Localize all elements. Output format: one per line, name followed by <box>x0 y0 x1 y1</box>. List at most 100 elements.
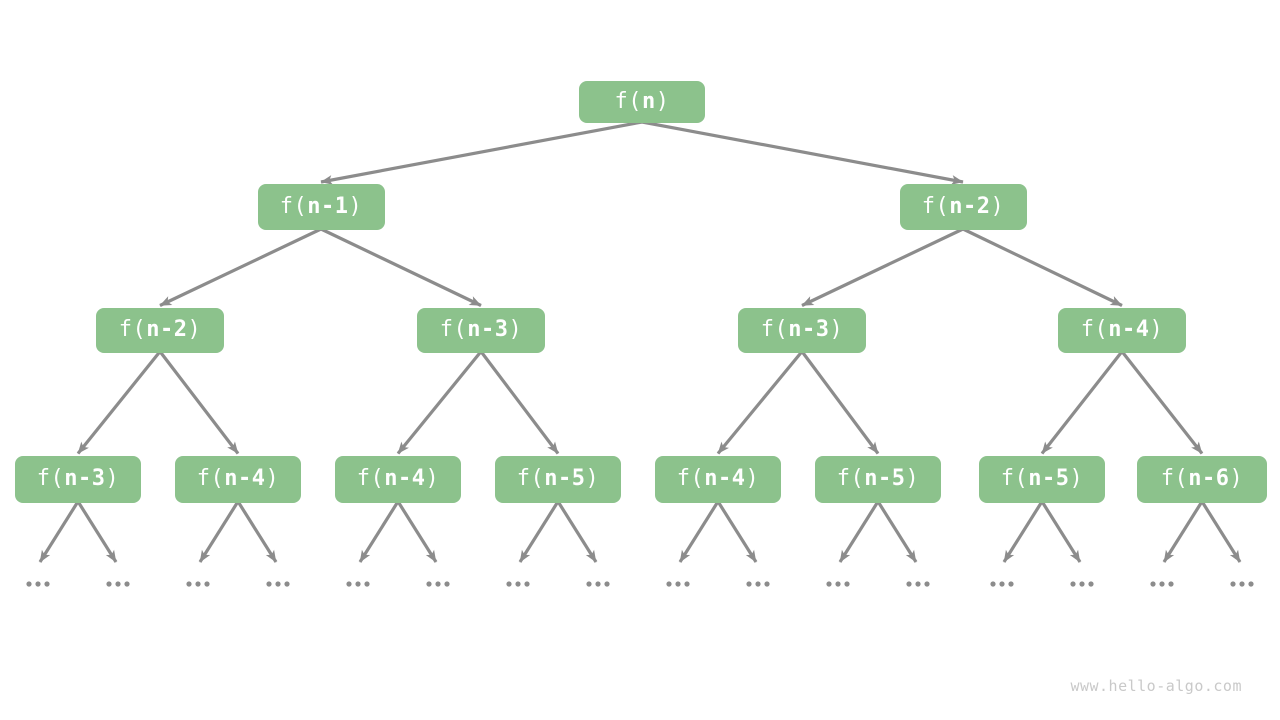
ellipsis-dot <box>435 581 441 587</box>
node-label-arg: n-3 <box>788 317 830 342</box>
tree-node-f(n-4): f(n-4) <box>335 455 461 503</box>
edge-arrow <box>236 500 278 563</box>
ellipsis-dot <box>924 581 930 587</box>
edge-arrow <box>876 500 918 563</box>
ellipsis <box>826 581 850 587</box>
ellipsis-dot <box>186 581 192 587</box>
ellipsis-dot <box>364 581 370 587</box>
ellipsis-dot <box>106 581 112 587</box>
ellipsis <box>186 581 210 587</box>
edge-arrow <box>641 120 964 185</box>
ellipsis <box>106 581 130 587</box>
node-label-prefix: f( <box>439 317 468 342</box>
node-label-prefix: f( <box>516 466 545 491</box>
edge-arrow <box>396 500 438 563</box>
ellipsis-dot <box>906 581 912 587</box>
tree-node-f(n-3): f(n-3) <box>738 307 866 353</box>
ellipsis <box>1070 581 1094 587</box>
ellipsis-dot <box>204 581 210 587</box>
node-label-suffix: ) <box>265 466 280 491</box>
edge-arrow <box>320 227 482 307</box>
ellipsis-dot <box>355 581 361 587</box>
ellipsis <box>1150 581 1174 587</box>
tree-node-f(n-1): f(n-1) <box>257 184 385 230</box>
node-label-arg: n-2 <box>949 194 991 219</box>
node-label-suffix: ) <box>990 194 1005 219</box>
tree-node-f(n-5): f(n-5) <box>979 455 1105 503</box>
node-label-arg: n-5 <box>1028 466 1070 491</box>
edge-arrow <box>396 350 483 455</box>
ellipsis-dot <box>1079 581 1085 587</box>
edge-arrow <box>556 500 598 563</box>
node-label-arg: n-4 <box>224 466 266 491</box>
node-label-prefix: f( <box>356 466 385 491</box>
edge-arrow <box>1162 500 1204 563</box>
ellipsis <box>990 581 1014 587</box>
node-label-arg: n-1 <box>307 194 349 219</box>
node-label-suffix: ) <box>829 317 844 342</box>
ellipsis <box>26 581 50 587</box>
ellipsis <box>266 581 290 587</box>
node-label-suffix: ) <box>905 466 920 491</box>
ellipsis-dot <box>1230 581 1236 587</box>
ellipsis-dot <box>26 581 32 587</box>
node-label-prefix: f( <box>1000 466 1029 491</box>
ellipsis-dot <box>524 581 530 587</box>
edge-group <box>38 120 1242 563</box>
edge-arrow <box>159 227 322 307</box>
ellipsis-dot <box>604 581 610 587</box>
node-label-suffix: ) <box>1229 466 1244 491</box>
ellipsis-dot <box>444 581 450 587</box>
ellipsis <box>746 581 770 587</box>
node-label-suffix: ) <box>1069 466 1084 491</box>
node-label-suffix: ) <box>425 466 440 491</box>
node-label-prefix: f( <box>118 317 147 342</box>
tree-node-f(n-6): f(n-6) <box>1137 455 1267 503</box>
ellipsis <box>346 581 370 587</box>
edge-arrow <box>678 500 720 563</box>
node-label-prefix: f( <box>279 194 308 219</box>
ellipsis-dot <box>284 581 290 587</box>
edge-arrow <box>1040 350 1124 455</box>
node-label-prefix: f( <box>614 89 642 114</box>
tree-node-f(n-3): f(n-3) <box>15 455 141 503</box>
node-label-arg: n-4 <box>704 466 746 491</box>
ellipsis-dot <box>515 581 521 587</box>
edge-arrow <box>716 350 804 455</box>
edge-arrow <box>1200 500 1242 563</box>
tree-node-f(n-2): f(n-2) <box>899 184 1027 230</box>
ellipsis-dot <box>1088 581 1094 587</box>
edge-arrow <box>962 227 1123 307</box>
edge-arrow <box>1040 500 1082 563</box>
ellipsis-dot <box>915 581 921 587</box>
ellipsis-dot <box>44 581 50 587</box>
ellipsis-dot <box>1008 581 1014 587</box>
edge-arrow <box>198 500 240 563</box>
ellipsis <box>1230 581 1254 587</box>
node-label-arg: n <box>642 89 656 114</box>
node-label-prefix: f( <box>36 466 65 491</box>
ellipsis-dot <box>666 581 672 587</box>
ellipsis-dot <box>1168 581 1174 587</box>
ellipsis <box>586 581 610 587</box>
node-label-arg: n-4 <box>384 466 426 491</box>
ellipsis-dot <box>1248 581 1254 587</box>
ellipsis-dot <box>826 581 832 587</box>
ellipsis-dot <box>124 581 130 587</box>
node-label-suffix: ) <box>105 466 120 491</box>
edge-arrow <box>1002 500 1044 563</box>
edge-arrow <box>479 350 560 455</box>
ellipsis-dot <box>115 581 121 587</box>
ellipsis-dot <box>346 581 352 587</box>
node-label-suffix: ) <box>1149 317 1164 342</box>
ellipsis-dot <box>35 581 41 587</box>
ellipsis-dot <box>684 581 690 587</box>
node-label-suffix: ) <box>745 466 760 491</box>
node-label-arg: n-4 <box>1108 317 1150 342</box>
ellipsis-dot <box>586 581 592 587</box>
ellipsis-dot <box>1150 581 1156 587</box>
edge-arrow <box>838 500 880 563</box>
ellipsis-dot <box>426 581 432 587</box>
watermark: www.hello-algo.com <box>1070 677 1242 695</box>
